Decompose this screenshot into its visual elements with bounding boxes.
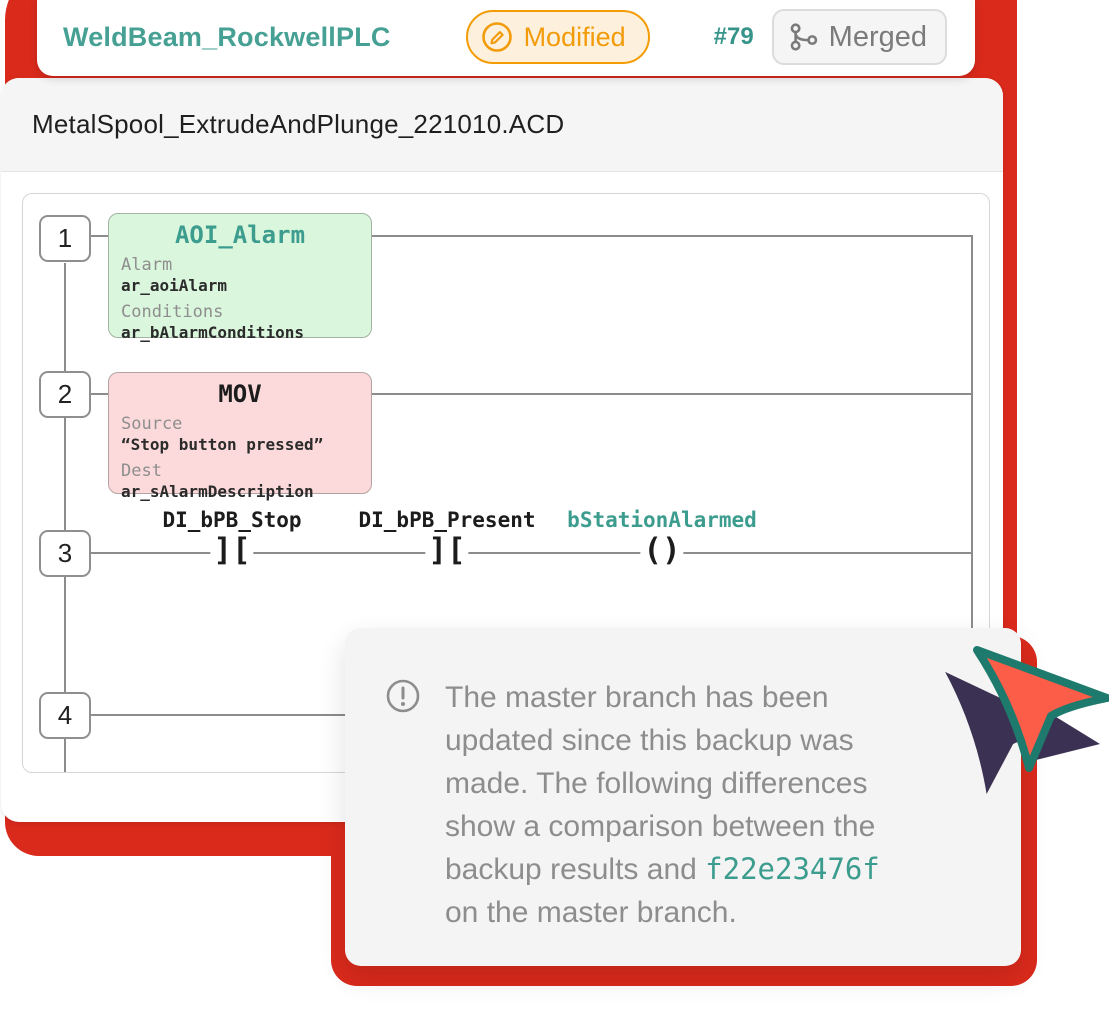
commit-hash-link[interactable]: f22e23476f	[705, 852, 880, 886]
notice-line-text: backup results and	[445, 853, 697, 886]
pr-number[interactable]: #79	[713, 23, 754, 50]
notice-line: updated since this backup was	[445, 724, 854, 757]
git-merge-icon	[790, 23, 817, 51]
project-header: WeldBeam_RockwellPLC Modified #79 Merged	[37, 0, 975, 76]
project-title: WeldBeam_RockwellPLC	[63, 21, 391, 52]
notice-line: on the master branch.	[445, 896, 737, 929]
notice-line: show a comparison between the	[445, 810, 876, 843]
info-icon	[386, 679, 420, 713]
notice-text: The master branch has been updated since…	[445, 676, 880, 966]
cursor-arrow-icon	[945, 646, 1109, 794]
notice-line: The master branch has been	[445, 681, 829, 714]
master-branch-notice: The master branch has been updated since…	[345, 628, 1021, 966]
modified-status-badge: Modified	[465, 10, 650, 64]
merged-button[interactable]: Merged	[771, 9, 947, 65]
notice-line: made. The following differences	[445, 767, 868, 800]
filename-bar: MetalSpool_ExtrudeAndPlunge_221010.ACD	[1, 78, 1003, 172]
pencil-icon	[481, 22, 512, 52]
filename-text: MetalSpool_ExtrudeAndPlunge_221010.ACD	[32, 109, 565, 139]
notice-line: backup results and f22e23476f	[445, 848, 880, 891]
modified-label: Modified	[523, 21, 626, 52]
merged-label: Merged	[828, 20, 927, 53]
